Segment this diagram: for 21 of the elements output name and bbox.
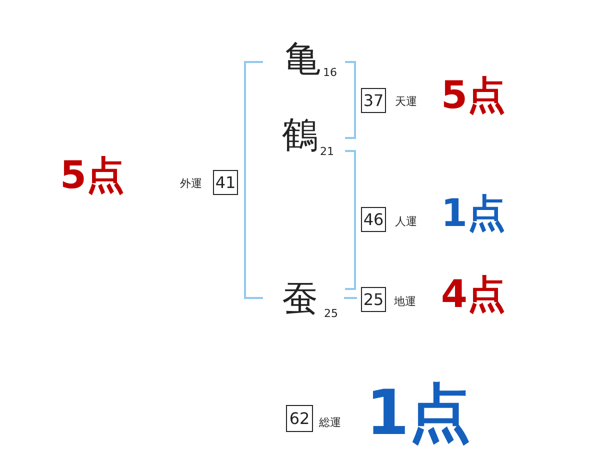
stroke-count: 21 bbox=[320, 146, 334, 157]
score-text: 4点 bbox=[441, 275, 506, 313]
number-box: 46 bbox=[361, 207, 386, 232]
score-text: 5点 bbox=[60, 156, 124, 194]
number-box: 37 bbox=[361, 88, 386, 113]
name-character: 亀 bbox=[285, 42, 321, 78]
fortune-label: 外運 bbox=[180, 178, 202, 189]
score-text: 5点 bbox=[441, 76, 506, 114]
fortune-label: 総運 bbox=[319, 417, 341, 428]
number-box: 25 bbox=[361, 287, 386, 312]
stroke-count: 16 bbox=[323, 67, 337, 78]
stroke-count: 25 bbox=[324, 308, 338, 319]
score-text: 1点 bbox=[441, 194, 506, 232]
name-character: 蚕 bbox=[282, 282, 318, 318]
score-text: 1点 bbox=[366, 382, 472, 444]
number-box: 62 bbox=[286, 405, 313, 432]
name-character: 鶴 bbox=[282, 118, 318, 154]
fortune-label: 地運 bbox=[394, 296, 416, 307]
fortune-label: 天運 bbox=[395, 96, 417, 107]
fortune-label: 人運 bbox=[395, 216, 417, 227]
number-box: 41 bbox=[213, 170, 238, 195]
